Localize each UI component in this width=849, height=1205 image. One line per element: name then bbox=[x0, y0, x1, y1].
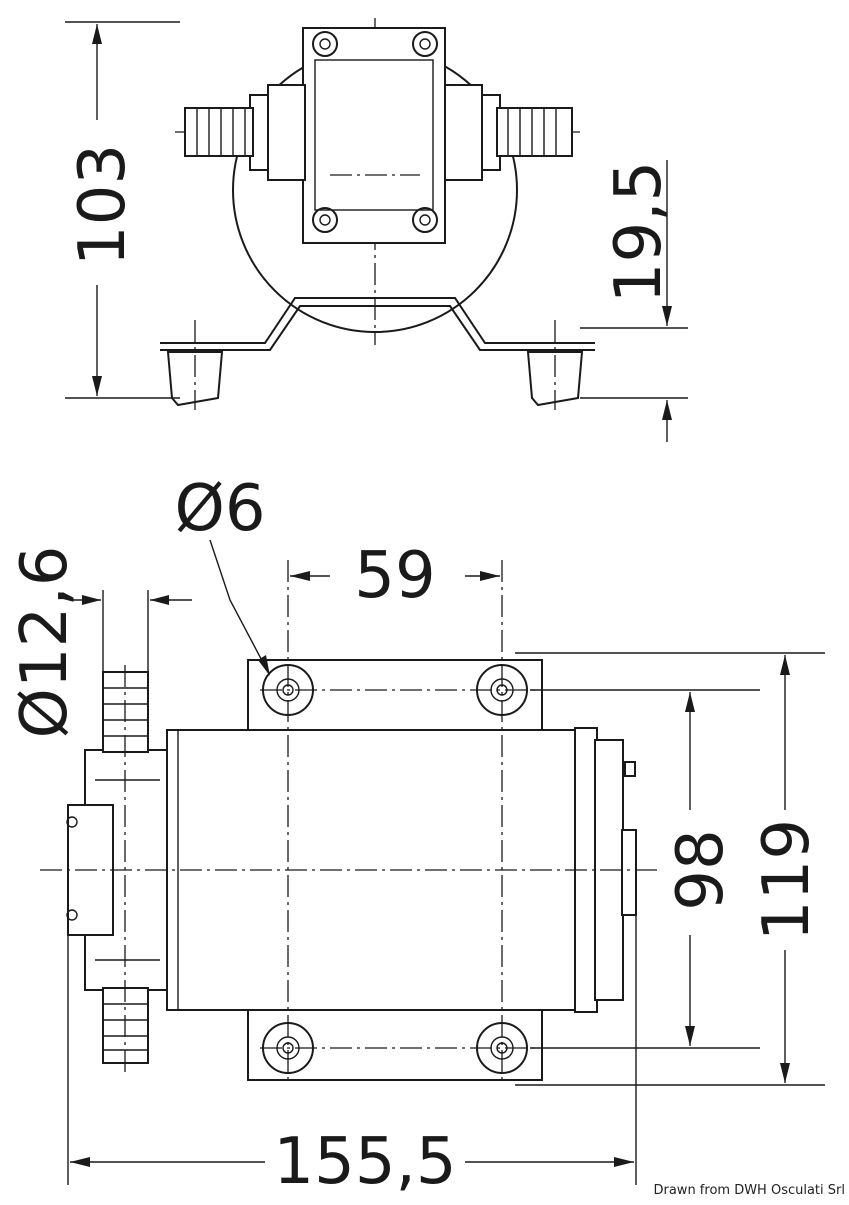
dim-hole-spacing-width: 98 bbox=[664, 829, 738, 910]
dim-hole-spacing-length: 59 bbox=[354, 539, 435, 613]
dim-port-diameter: Ø12,6 bbox=[8, 546, 82, 739]
credit-text: Drawn from DWH Osculati Srl bbox=[653, 1183, 845, 1198]
dim-hole-diameter: Ø6 bbox=[174, 472, 265, 546]
dim-overall-width: 119 bbox=[750, 819, 824, 941]
front-view: 103 19,5 bbox=[65, 18, 688, 442]
top-view: 59 Ø6 Ø12,6 98 119 1 bbox=[8, 472, 825, 1199]
dim-overall-length: 155,5 bbox=[273, 1125, 456, 1199]
dim-front-base-offset: 19,5 bbox=[602, 161, 676, 304]
dim-front-height: 103 bbox=[66, 144, 140, 266]
screw-icon bbox=[312, 31, 438, 233]
